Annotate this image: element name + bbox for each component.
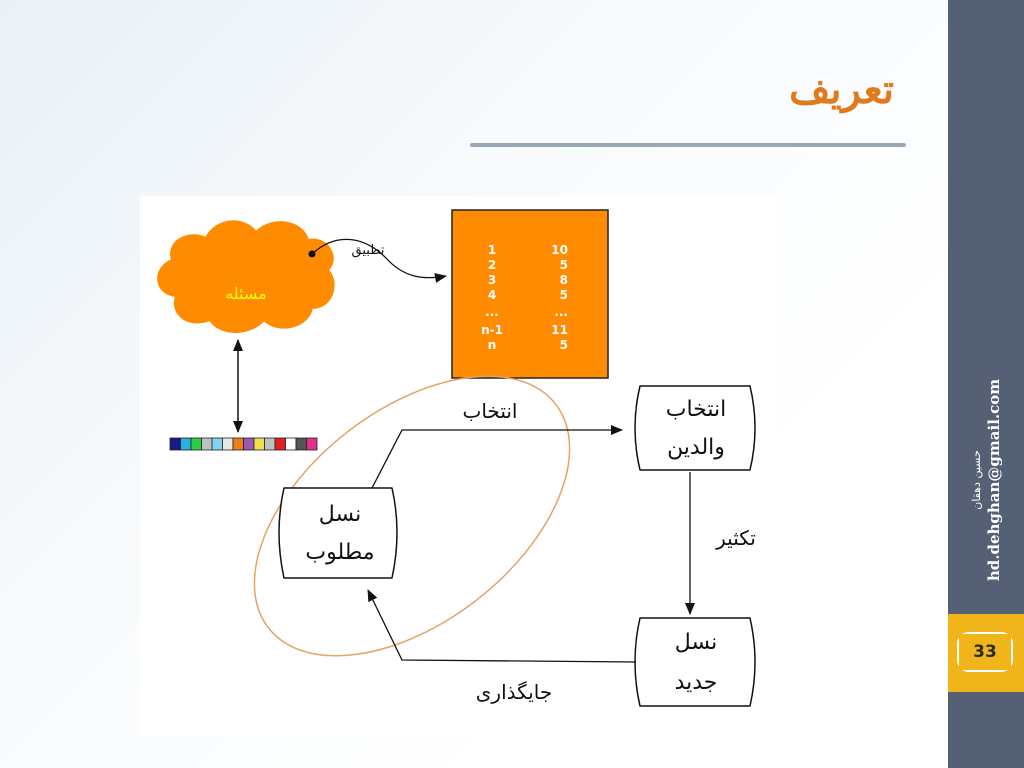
population-index: n [488,338,497,352]
population-value: ... [554,305,568,319]
new-generation-line2: جدید [675,670,718,695]
chromosome-gene [190,437,202,451]
reproduce-label: تکثیر [715,526,756,550]
page-number-badge: 33 [948,614,1024,692]
population-box [451,209,609,379]
chromosome-gene [232,437,244,451]
population-value: 5 [560,258,568,272]
chromosome-gene [243,437,255,451]
parent-selection-node: انتخاب والدین [634,385,756,471]
new-generation-node: نسل جدید [634,617,756,707]
author-name: حسین دهقان [970,450,983,510]
chromosome-gene [295,437,307,451]
chromosome-gene [169,437,181,451]
chromosome-gene [180,437,192,451]
population-value: 11 [551,323,568,337]
author-email: hd.dehghan@gmail.com [985,378,1003,582]
page-number-frame: 33 [957,632,1013,672]
chromosome-gene [222,437,234,451]
chromosome-gene [264,437,276,451]
chromosome-gene [274,437,286,451]
title-divider [470,143,906,147]
population-value: 5 [560,338,568,352]
population-cycle-ellipse [253,375,571,657]
author-credit: حسین دهقان hd.dehghan@gmail.com [969,379,1003,581]
chromosome-strip [169,437,318,451]
population-index: ... [485,305,499,319]
population-index: 1 [488,243,496,257]
population-index: 3 [488,273,496,287]
parent-selection-line2: والدین [667,435,725,460]
parent-selection-line1: انتخاب [666,397,727,422]
population-value: 5 [560,288,568,302]
chromosome-gene [211,437,223,451]
population-index: n-1 [481,323,503,337]
chromosome-gene [306,437,318,451]
slide-title: تعریف [788,66,894,113]
apply-arrow [311,238,447,283]
select-label: انتخاب [463,399,518,423]
desired-generation-line2: مطلوب [305,540,374,565]
apply-label: تطبیق [352,243,385,258]
chromosome-gene [285,437,297,451]
desired-generation-line1: نسل [319,502,361,527]
problem-cloud: مسئله [157,220,335,333]
ga-diagram-svg: مسئله تطبیق 1 10 2 5 3 8 4 5...... n-1 11 n 5 انتخا… [157,209,756,707]
chromosome-gene [253,437,265,451]
replace-label: جایگذاری [476,680,552,704]
replace-arrow [367,589,637,663]
chromosome-gene [201,437,213,451]
problem-label: مسئله [225,284,267,303]
population-index: 4 [488,288,496,302]
population-index: 2 [488,258,496,272]
ga-diagram: مسئله تطبیق 1 10 2 5 3 8 4 5...... n-1 11 n 5 انتخا… [140,196,776,736]
population-value: 10 [551,243,568,257]
page-number: 33 [959,634,1011,670]
select-arrow [371,425,623,489]
apply-arrow-origin [308,250,316,258]
desired-generation-node: نسل مطلوب [278,487,398,579]
population-table: 1 10 2 5 3 8 4 5...... n-1 11 n 5 [481,243,568,352]
population-value: 8 [560,273,568,287]
new-generation-line1: نسل [675,630,717,655]
